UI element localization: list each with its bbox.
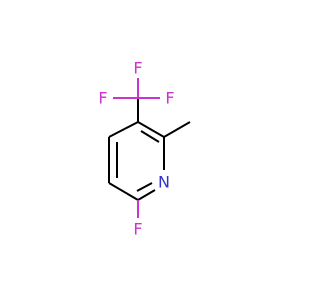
bond-methyl xyxy=(163,121,191,138)
bond-c3-c2-double xyxy=(140,130,160,143)
atom-f-right: F xyxy=(165,89,174,108)
substituent-bonds xyxy=(113,78,191,218)
bond-c4-c3 xyxy=(108,121,139,138)
bond-c6-c5 xyxy=(108,182,139,201)
atom-f-left: F xyxy=(98,89,107,108)
atom-labels: F F F N F xyxy=(98,59,174,239)
atom-f-top: F xyxy=(133,59,142,78)
atom-nitrogen: N xyxy=(158,173,170,192)
atom-f-bottom: F xyxy=(133,220,142,239)
molecule-structure: F F F N F xyxy=(98,59,191,239)
ring-bonds xyxy=(108,121,165,201)
bond-n-c6-double xyxy=(136,182,153,192)
bond-c3-c2 xyxy=(137,121,165,138)
bond-n-c6 xyxy=(137,189,156,201)
